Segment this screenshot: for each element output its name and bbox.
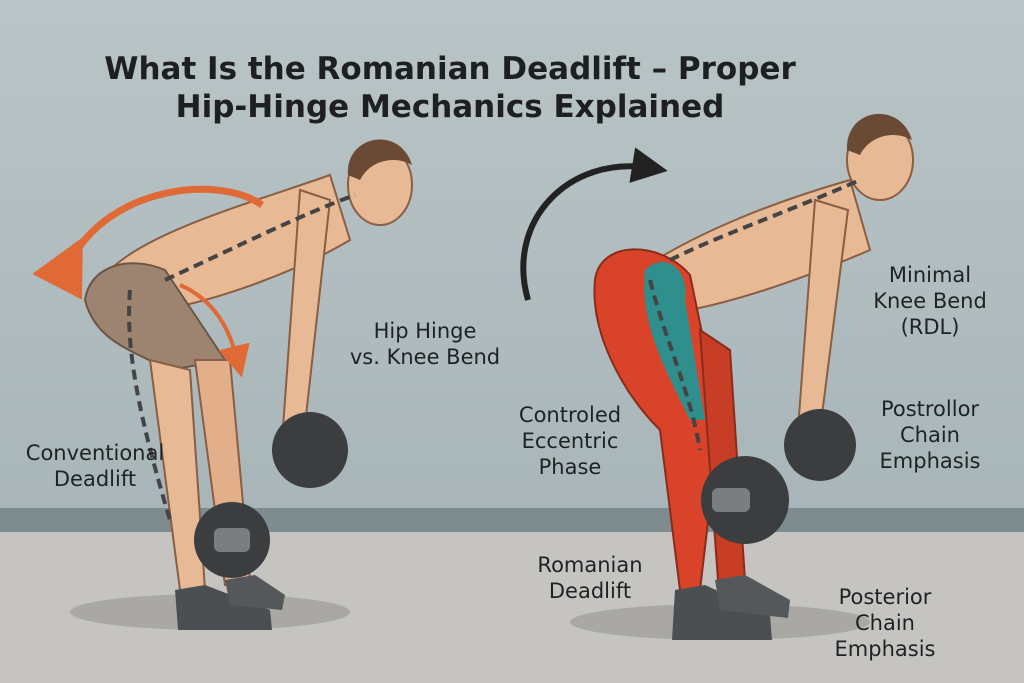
romanian-deadlift-figure <box>520 113 914 640</box>
label-line: Postrollor <box>880 397 980 421</box>
curved-arrow-left-icon <box>32 185 265 300</box>
label-hip-hinge: Hip Hinge vs. Knee Bend <box>330 318 520 370</box>
label-line: Phase <box>538 455 602 479</box>
title-line: What Is the Romanian Deadlift – Proper <box>104 51 796 87</box>
conventional-deadlift-figure <box>32 139 413 630</box>
label-line: Knee Bend <box>873 289 987 313</box>
label-line: Conventional <box>25 441 165 465</box>
plate <box>784 409 856 481</box>
label-eccentric-phase: Controled Eccentric Phase <box>495 402 645 480</box>
label-line: Hip Hinge <box>373 319 477 343</box>
label-line: Romanian <box>537 553 643 577</box>
label-line: Deadlift <box>53 467 137 491</box>
label-minimal-knee-bend: Minimal Knee Bend (RDL) <box>855 262 1005 340</box>
label-line: Deadlift <box>548 579 632 603</box>
down-arrow-icon <box>179 283 250 378</box>
label-line: Emphasis <box>834 637 936 661</box>
title-line: Hip-Hinge Mechanics Explained <box>175 89 725 125</box>
plate <box>272 412 348 488</box>
label-conventional-deadlift: Conventional Deadlift <box>10 440 180 492</box>
label-line: (RDL) <box>900 315 960 339</box>
label-line: Posterior <box>838 585 932 609</box>
label-postrollor-chain: Postrollor Chain Emphasis <box>850 396 1010 474</box>
label-romanian-deadlift: Romanian Deadlift <box>510 552 670 604</box>
label-posterior-chain: Posterior Chain Emphasis <box>810 584 960 662</box>
label-line: Eccentric <box>521 429 619 453</box>
label-line: Chain <box>900 423 960 447</box>
label-line: Emphasis <box>879 449 981 473</box>
label-line: vs. Knee Bend <box>349 345 501 369</box>
page-title: What Is the Romanian Deadlift – Proper H… <box>60 50 840 126</box>
curved-arrow-right-icon <box>520 147 668 301</box>
label-line: Chain <box>855 611 915 635</box>
label-line: Minimal <box>888 263 972 287</box>
label-line: Controled <box>518 403 622 427</box>
